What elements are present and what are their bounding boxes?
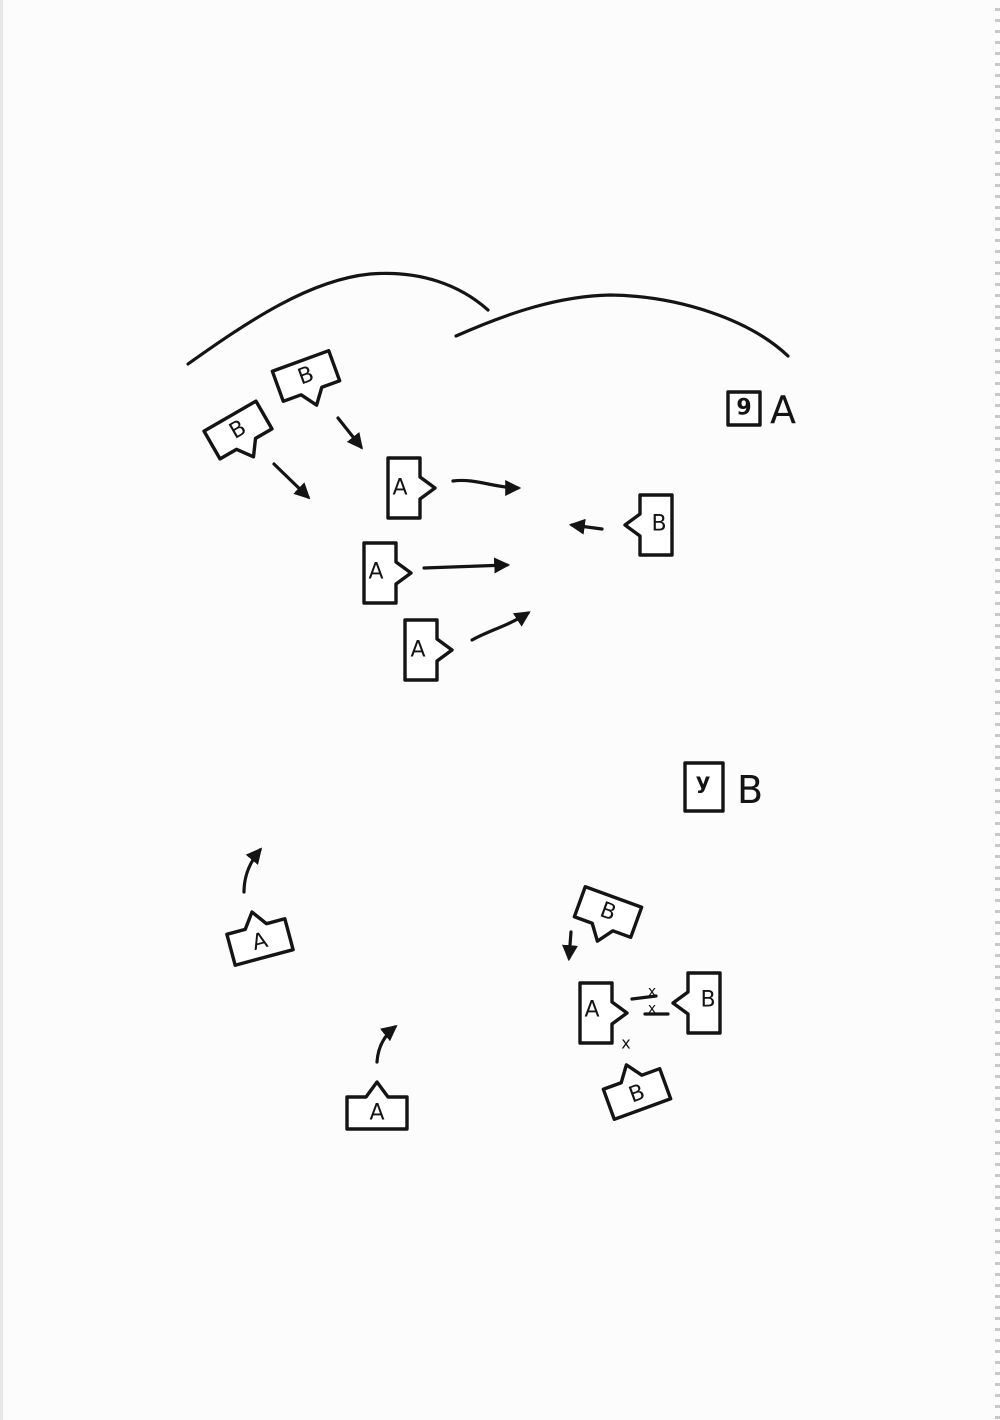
legend-label: B	[737, 768, 763, 812]
blocked-mark: x	[621, 1034, 630, 1053]
arrow	[272, 462, 311, 500]
arrow	[242, 847, 263, 894]
arrow	[562, 930, 578, 962]
blocked-mark: x	[648, 984, 656, 1000]
legend-symbol: 9	[736, 396, 751, 421]
blocked-arrow	[630, 994, 658, 1001]
hill-left	[186, 271, 490, 366]
unit-label: A	[368, 560, 383, 585]
blocked-mark: x	[648, 1001, 656, 1017]
unit-label: B	[651, 512, 666, 537]
unit-label: B	[700, 988, 715, 1013]
arrow	[451, 478, 522, 496]
legend-item-b: y B	[683, 761, 763, 813]
arrow	[470, 611, 531, 642]
unit-label: A	[392, 476, 407, 501]
legend-symbol: y	[696, 770, 710, 795]
arrow	[336, 416, 363, 450]
legend-symbol-box	[726, 390, 762, 427]
arrow	[422, 557, 511, 574]
legend-item-a: 9 A	[726, 388, 796, 432]
arrow	[375, 1025, 398, 1064]
unit-label: A	[249, 928, 270, 956]
unit-label: A	[410, 638, 425, 663]
hill-right	[454, 293, 790, 358]
legend-label: A	[770, 388, 796, 432]
arrow	[568, 518, 604, 535]
unit-label: A	[584, 998, 599, 1023]
unit-label: A	[369, 1101, 384, 1126]
legend-symbol-box	[683, 761, 725, 813]
